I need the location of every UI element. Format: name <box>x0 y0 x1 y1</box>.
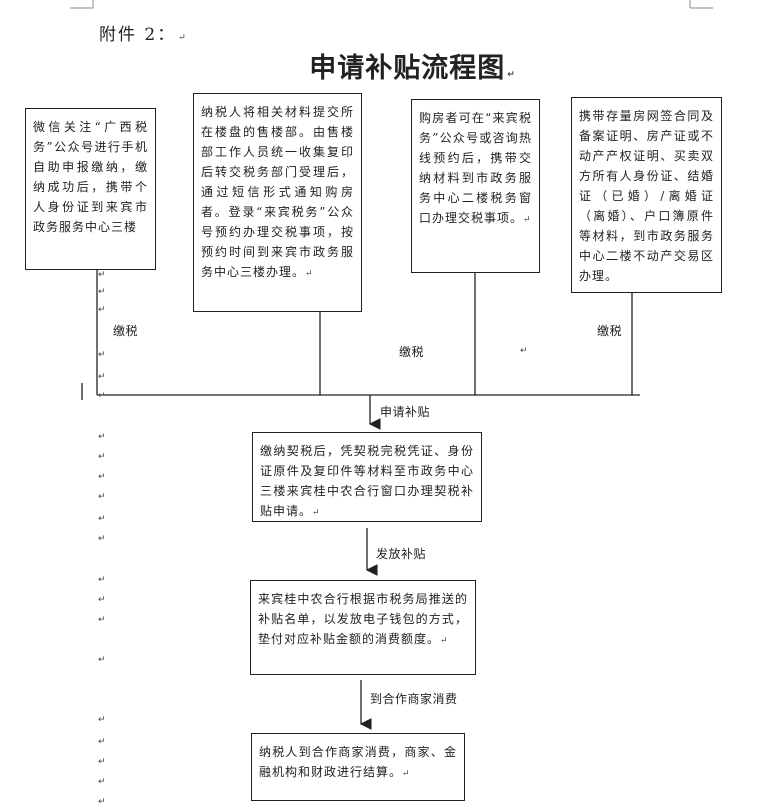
paragraph-mark: ↵ <box>98 432 106 442</box>
paragraph-mark: ↵ <box>98 270 106 280</box>
paragraph-mark: ↵ <box>98 452 106 462</box>
paragraph-mark: ↵ <box>98 715 106 725</box>
label-pay-middle: 缴税 <box>399 345 425 359</box>
label-issue-subsidy: 发放补贴 <box>376 547 427 561</box>
paragraph-mark: ↵ <box>98 534 106 544</box>
box-merchant-consumption: 纳税人到合作商家消费，商家、金融机构和财政进行结算。↵ <box>251 733 465 801</box>
box-appointment-payment: 购房者可在“来宾税务”公众号或咨询热线预约后，携带交纳材料到市政务服务中心二楼税… <box>411 99 540 273</box>
paragraph-mark: ↵ <box>98 777 106 787</box>
paragraph-mark: ↵ <box>98 350 106 360</box>
paragraph-mark: ↵ <box>98 372 106 382</box>
flow-arrows <box>359 395 381 730</box>
label-pay-right: 缴税 <box>597 324 623 338</box>
box-subsidy-application: 缴纳契税后，凭契税完税凭证、身份证原件及复印件等材料至市政务中心三楼来宾桂中农合… <box>252 432 482 522</box>
page-corner-marks <box>70 0 713 9</box>
box-developer-submission: 纳税人将相关材料提交所在楼盘的售楼部。由售楼部工作人员统一收集复印后转交税务部门… <box>193 93 362 312</box>
paragraph-mark: ↵ <box>98 492 106 502</box>
paragraph-mark: ↵ <box>98 287 106 297</box>
label-go-consume: 到合作商家消费 <box>370 692 458 706</box>
paragraph-mark: ↵ <box>98 575 106 585</box>
paragraph-mark: ↵ <box>98 305 106 315</box>
paragraph-mark: ↵ <box>98 797 106 807</box>
paragraph-mark: ↵ <box>98 655 106 665</box>
paragraph-mark: ↵ <box>98 514 106 524</box>
label-apply-subsidy: 申请补贴 <box>380 405 431 419</box>
attachment-label: 附件 2：↵ <box>99 25 188 45</box>
label-pay-left: 缴税 <box>113 324 139 338</box>
return-mark: ↵ <box>520 346 528 356</box>
paragraph-mark: ↵ <box>98 757 106 767</box>
paragraph-mark: ↵ <box>98 737 106 747</box>
paragraph-mark: ↵ <box>98 615 106 625</box>
box-wechat-payment: 微信关注“广西税务”公众号进行手机自助申报缴纳，缴纳成功后，携带个人身份证到来宾… <box>25 108 156 270</box>
paragraph-mark: ↵ <box>98 595 106 605</box>
collector-lines <box>81 270 640 400</box>
box-stock-house-payment: 携带存量房网签合同及备案证明、房产证或不动产产权证明、买卖双方所有人身份证、结婚… <box>571 97 722 293</box>
box-subsidy-issue: 来宾桂中农合行根据市税务局推送的补贴名单，以发放电子钱包的方式，垫付对应补贴金额… <box>250 580 476 675</box>
page-title: 申请补贴流程图↵ <box>309 53 516 84</box>
paragraph-mark: ↵ <box>98 391 106 401</box>
paragraph-mark: ↵ <box>98 472 106 482</box>
